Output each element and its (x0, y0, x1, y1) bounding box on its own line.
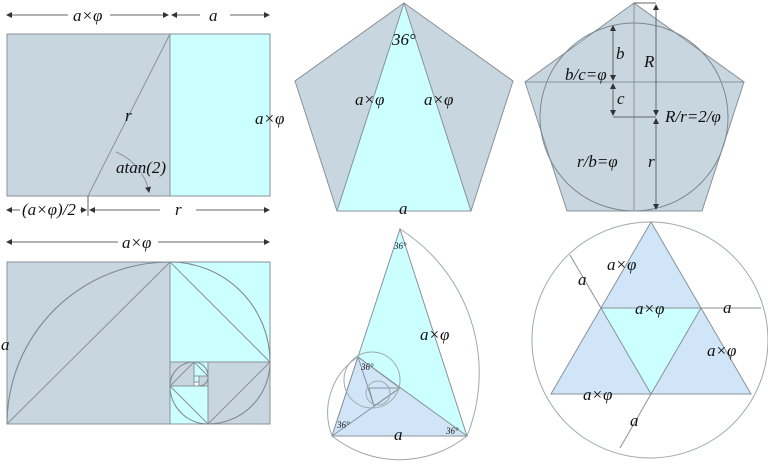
panel-golden-rectangle: a×φ a a×φ r atan(2) (a×φ)/2 r (6, 5, 284, 219)
label-base: a (399, 199, 408, 218)
spiral-arc-2 (331, 435, 468, 461)
label-right-a: a (723, 298, 732, 317)
panel-golden-spiral: a×φ a (1, 232, 271, 425)
panel-golden-triangle-spiral: 36° 36° 36° 36° a×φ a (327, 227, 480, 461)
spiral-circle-5 (365, 380, 391, 406)
diagonal-r (87, 33, 171, 197)
extension-region (169, 33, 271, 197)
label-bottom-r: r (175, 200, 182, 219)
label-inner-angle: 36° (360, 362, 374, 372)
label-bottom-right-angle: 36° (445, 426, 459, 436)
label-atan2: atan(2) (116, 158, 166, 177)
label-right-side: a×φ (424, 90, 453, 109)
golden-spiral (6, 261, 271, 425)
label-side-a-phi: a×φ (420, 325, 449, 344)
label-right-a-phi: a×φ (707, 341, 736, 360)
label-diagonal-r: r (125, 106, 132, 125)
label-r: r (648, 152, 655, 171)
label-bottom-left-angle: 36° (336, 420, 350, 430)
label-R-over-r: R/r=2/φ (664, 107, 721, 126)
label-middle-a-phi: a×φ (635, 299, 664, 318)
label-top-a-phi: a×φ (122, 233, 151, 252)
chord-left (569, 254, 602, 309)
label-b-over-c: b/c=φ (565, 65, 607, 84)
label-bottom-a: a (630, 411, 639, 430)
spiral-circle-4 (343, 351, 401, 409)
label-apex-angle: 36° (393, 241, 407, 251)
label-left-a: a (578, 270, 587, 289)
label-r-over-b: r/b=φ (577, 152, 618, 171)
panel-triangle-in-circle: a×φ a a×φ a a×φ a×φ a (531, 221, 768, 459)
label-top-a: a (209, 6, 218, 25)
spiral-arc-1 (399, 228, 480, 437)
angle-arc (115, 151, 151, 193)
label-b: b (616, 44, 625, 63)
chord-bottom (619, 393, 652, 449)
label-half-a-phi: (a×φ)/2 (22, 200, 76, 219)
label-base-a: a (394, 425, 403, 444)
square-8 (193, 375, 200, 383)
label-left-a: a (1, 335, 10, 354)
label-apex-angle: 36° (391, 30, 416, 49)
panel-pentagon-circle: b R b/c=φ c R/r=2/φ r/b=φ r (524, 2, 745, 212)
label-top-a-phi: a×φ (73, 6, 102, 25)
label-c: c (617, 89, 625, 108)
label-right-a-phi: a×φ (255, 109, 284, 128)
label-bottom-a-phi: a×φ (583, 385, 612, 404)
label-R: R (643, 52, 655, 71)
golden-triangle (336, 1, 472, 212)
inner-triangle (600, 307, 702, 395)
panel-pentagon-triangle: 36° a×φ a×φ a (294, 1, 514, 218)
label-top-left-a-phi: a×φ (607, 255, 636, 274)
square-region (6, 33, 171, 197)
label-left-side: a×φ (355, 90, 384, 109)
